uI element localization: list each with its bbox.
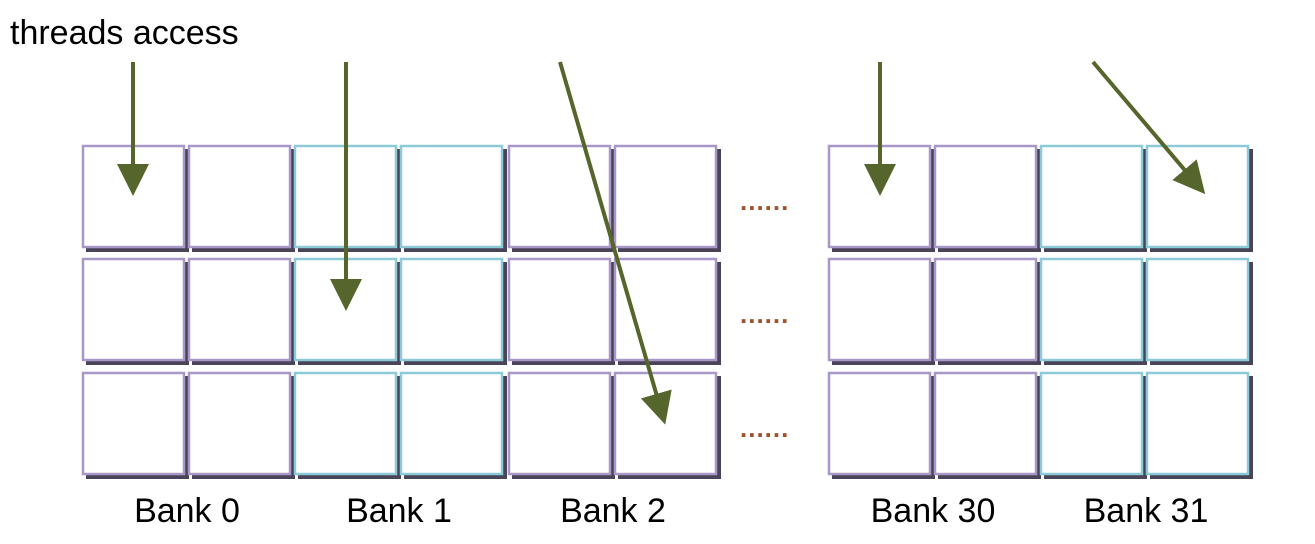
memory-cell	[827, 371, 935, 479]
memory-cell-box	[187, 144, 292, 249]
memory-cell-box	[827, 371, 932, 476]
ellipsis-group: ...... ...... ......	[740, 186, 789, 443]
memory-cell	[399, 144, 507, 252]
memory-cell-box	[827, 257, 932, 362]
bank-label-31: Bank 31	[1084, 492, 1209, 530]
memory-cell	[1145, 257, 1253, 365]
ellipsis-row-1: ......	[740, 186, 789, 216]
memory-cell	[613, 371, 721, 479]
memory-cell-box	[613, 144, 718, 249]
memory-cell-box	[81, 257, 186, 362]
memory-cell-grid	[81, 144, 1253, 479]
memory-cell	[81, 257, 189, 365]
memory-cell-box	[933, 144, 1038, 249]
memory-cell-box	[507, 257, 612, 362]
memory-cell	[827, 257, 935, 365]
bank-labels: Bank 0 Bank 1 Bank 2 Bank 30 Bank 31	[134, 492, 1208, 530]
memory-cell	[81, 144, 189, 252]
memory-cell-box	[1039, 371, 1144, 476]
ellipsis-row-2: ......	[740, 299, 789, 329]
memory-cell	[507, 144, 615, 252]
memory-cell-box	[1145, 371, 1250, 476]
thread-access-arrows	[117, 60, 1206, 425]
thread-arrow-5	[1091, 60, 1206, 195]
memory-cell	[507, 371, 615, 479]
memory-cell-box	[1145, 144, 1250, 249]
memory-cell-box	[933, 371, 1038, 476]
memory-cell-box	[399, 371, 504, 476]
memory-cell	[1145, 371, 1253, 479]
memory-cell-box	[81, 371, 186, 476]
bank-label-30: Bank 30	[871, 492, 996, 530]
memory-cell	[187, 144, 295, 252]
memory-cell-box	[1039, 257, 1144, 362]
bank-label-0: Bank 0	[134, 492, 240, 530]
memory-cell	[933, 144, 1041, 252]
memory-cell-box	[399, 144, 504, 249]
memory-cell-box	[507, 371, 612, 476]
memory-cell-box	[187, 371, 292, 476]
memory-cell	[1039, 371, 1147, 479]
memory-cell	[399, 371, 507, 479]
memory-cell	[507, 257, 615, 365]
memory-cell	[933, 371, 1041, 479]
memory-cell	[1039, 257, 1147, 365]
memory-cell-box	[1039, 144, 1144, 249]
threads-access-title: threads access	[10, 14, 239, 52]
memory-cell	[933, 257, 1041, 365]
memory-cell	[1039, 144, 1147, 252]
memory-cell-box	[1145, 257, 1250, 362]
memory-cell-box	[507, 144, 612, 249]
memory-cell	[399, 257, 507, 365]
bank-label-1: Bank 1	[346, 492, 452, 530]
ellipsis-row-3: ......	[740, 413, 789, 443]
memory-cell-box	[933, 257, 1038, 362]
bank-label-2: Bank 2	[560, 492, 666, 530]
thread-arrow-3	[558, 61, 672, 425]
memory-cell	[187, 257, 295, 365]
memory-cell	[613, 144, 721, 252]
memory-cell	[81, 371, 189, 479]
memory-cell	[187, 371, 295, 479]
memory-cell-box	[293, 371, 398, 476]
memory-cell-box	[187, 257, 292, 362]
memory-cell	[293, 371, 401, 479]
memory-cell-box	[399, 257, 504, 362]
memory-cell	[1145, 144, 1253, 252]
memory-cell-box	[613, 371, 718, 476]
